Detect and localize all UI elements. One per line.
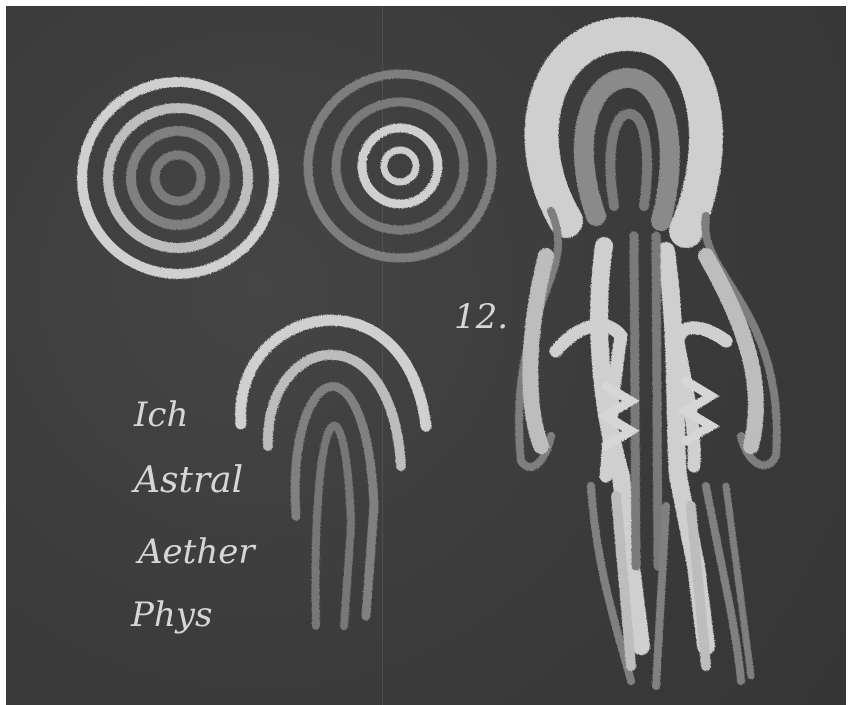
legend-label-astral: Astral bbox=[131, 460, 243, 501]
legend-label-ich: Ich bbox=[133, 395, 188, 435]
legend-label-phys: Phys bbox=[130, 595, 212, 635]
figure-number: 12. bbox=[454, 297, 508, 337]
legend: Ich Astral Aether Phys bbox=[51, 395, 256, 635]
nested-arches bbox=[241, 320, 426, 626]
chalk-drawing: 12. Ich Astral Aether Phys bbox=[6, 6, 846, 705]
concentric-circles-right bbox=[308, 74, 492, 258]
chalkboard: 12. Ich Astral Aether Phys bbox=[6, 6, 846, 705]
human-figure bbox=[519, 34, 777, 686]
legend-label-aether: Aether bbox=[135, 532, 256, 572]
concentric-circles-left bbox=[82, 82, 274, 274]
